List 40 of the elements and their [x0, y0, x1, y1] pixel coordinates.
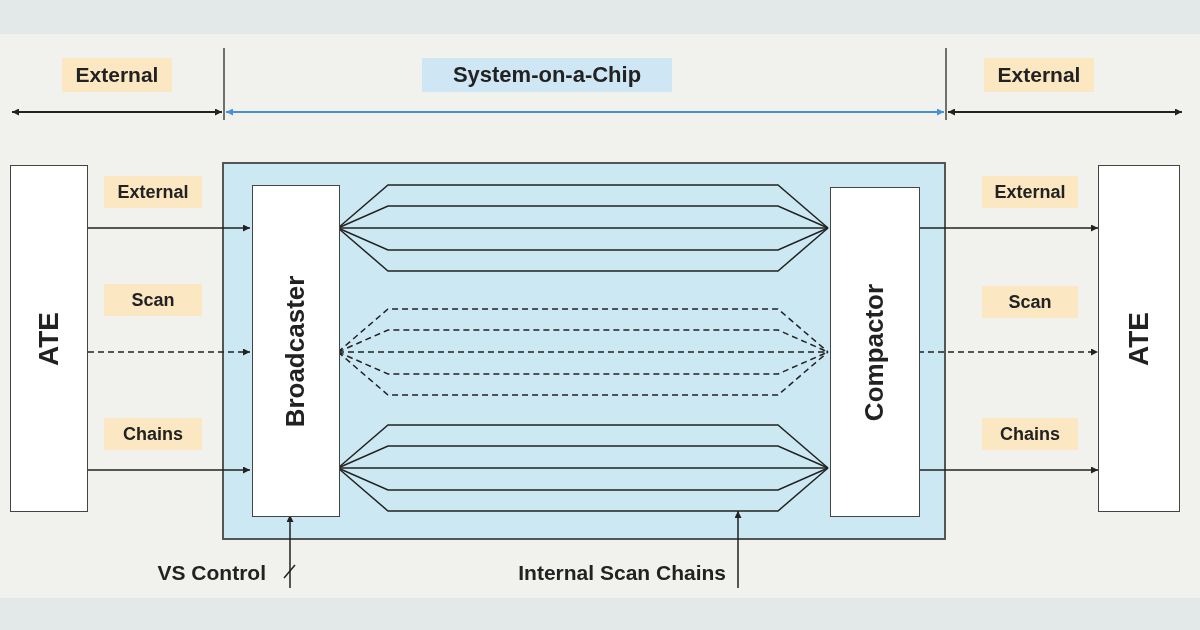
region-label: External: [62, 58, 172, 92]
equipment-box: [10, 165, 88, 512]
scan-chain-line: [337, 467, 829, 512]
box-title: ATE: [1123, 311, 1155, 366]
region-label: External: [984, 58, 1094, 92]
broadcaster-box: [252, 185, 340, 517]
scan-chain-line: [337, 467, 829, 469]
signal-label: Chains: [982, 418, 1078, 450]
scan-chain-line: [337, 227, 829, 272]
scan-chain-line: [337, 424, 829, 469]
control-label: VS Control: [128, 558, 290, 588]
chip-region: [222, 162, 946, 540]
scan-chain-line: [337, 205, 829, 229]
leader-arrow: [734, 510, 742, 589]
signal-arrow: [87, 224, 251, 232]
compactor-box: [830, 187, 920, 517]
scan-chain-line: [337, 308, 829, 353]
box-title: ATE: [33, 311, 65, 366]
signal-label: Scan: [982, 286, 1078, 318]
scan-chain-line: [337, 351, 829, 396]
chains-label: Internal Scan Chains: [462, 558, 738, 588]
signal-label: Chains: [104, 418, 202, 450]
scan-chain-line: [337, 467, 829, 491]
signal-arrow: [917, 224, 1099, 232]
box-title: Compactor: [859, 283, 891, 421]
signal-arrow: [87, 466, 251, 474]
signal-label: External: [104, 176, 202, 208]
scan-chain-line: [337, 227, 829, 229]
scan-chain-line: [337, 227, 829, 251]
signal-arrow: [917, 466, 1099, 474]
signal-label: External: [982, 176, 1078, 208]
signal-label: Scan: [104, 284, 202, 316]
box-title: Broadcaster: [280, 275, 312, 427]
signal-arrow: [917, 348, 1099, 356]
scan-chain-line: [337, 184, 829, 229]
scan-chain-line: [337, 445, 829, 469]
leader-arrow: [286, 514, 294, 589]
signal-arrow: [87, 348, 251, 356]
equipment-box: [1098, 165, 1180, 512]
region-label: System-on-a-Chip: [422, 58, 672, 92]
